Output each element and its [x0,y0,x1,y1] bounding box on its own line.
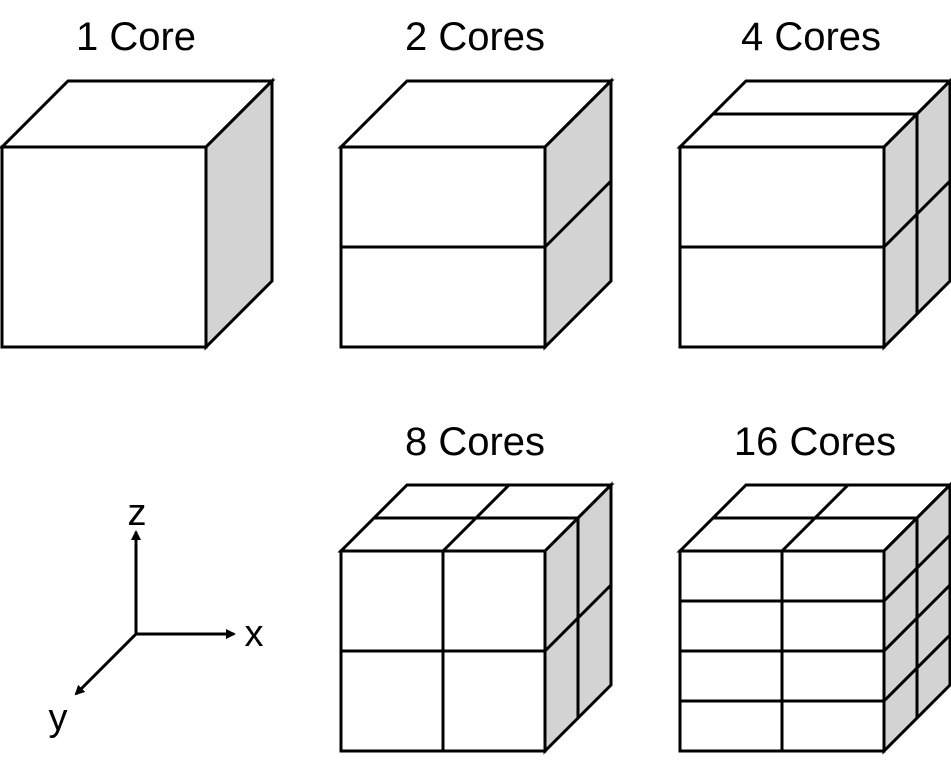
cube-title-4-cores: 4 Cores [741,15,881,59]
y-axis-label: y [49,697,68,739]
cube-2-cores [337,77,615,351]
cube-side-face [204,77,274,351]
cube-title-8-cores: 8 Cores [405,420,545,464]
axis-triad: z x y [49,492,264,739]
cube-title-1-core: 1 Core [76,15,196,59]
cube-4-cores [676,77,951,351]
subdomain-divider [543,179,613,249]
cube-8-cores [337,481,615,755]
x-axis-label: x [245,613,264,655]
cube-title-2-cores: 2 Cores [405,15,545,59]
cube-1-core [0,77,276,351]
z-axis-label: z [128,492,147,534]
cube-16-cores [676,481,951,755]
y-axis-arrow [74,632,138,696]
cube-title-16-cores: 16 Cores [734,420,896,464]
cube-front-face [0,145,208,349]
